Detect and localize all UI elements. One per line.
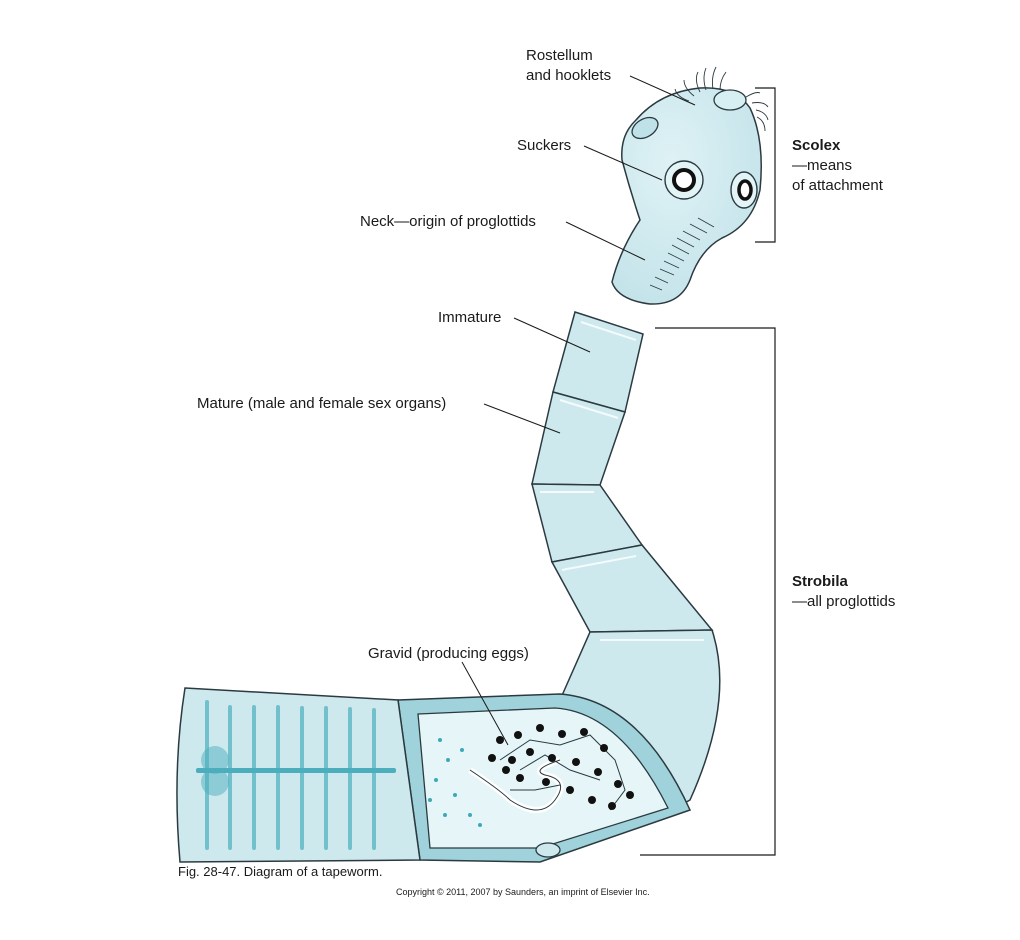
label-gravid: Gravid (producing eggs) [368, 644, 529, 664]
proglottid-4 [552, 545, 712, 632]
label-rostellum-line1: Rostellum [526, 46, 593, 66]
terminal-proglottid [177, 688, 420, 862]
figure-caption: Fig. 28-47. Diagram of a tapeworm. [178, 864, 382, 879]
strobila-title: Strobila [792, 572, 848, 592]
label-neck: Neck—origin of proglottids [360, 212, 536, 232]
label-rostellum-line2: and hooklets [526, 66, 611, 86]
sucker-right-inner [739, 181, 751, 199]
strobila-desc: —all proglottids [792, 592, 895, 612]
sucker-front-inner [674, 170, 694, 190]
scolex-desc-line2: of attachment [792, 176, 883, 196]
label-mature: Mature (male and female sex organs) [197, 394, 446, 414]
scolex-title: Scolex [792, 136, 840, 156]
copyright-notice: Copyright © 2011, 2007 by Saunders, an i… [396, 887, 650, 897]
label-immature: Immature [438, 308, 501, 328]
scolex-desc-line1: —means [792, 156, 852, 176]
genital-pore [536, 843, 560, 857]
label-suckers: Suckers [517, 136, 571, 156]
rostellum [714, 90, 746, 110]
